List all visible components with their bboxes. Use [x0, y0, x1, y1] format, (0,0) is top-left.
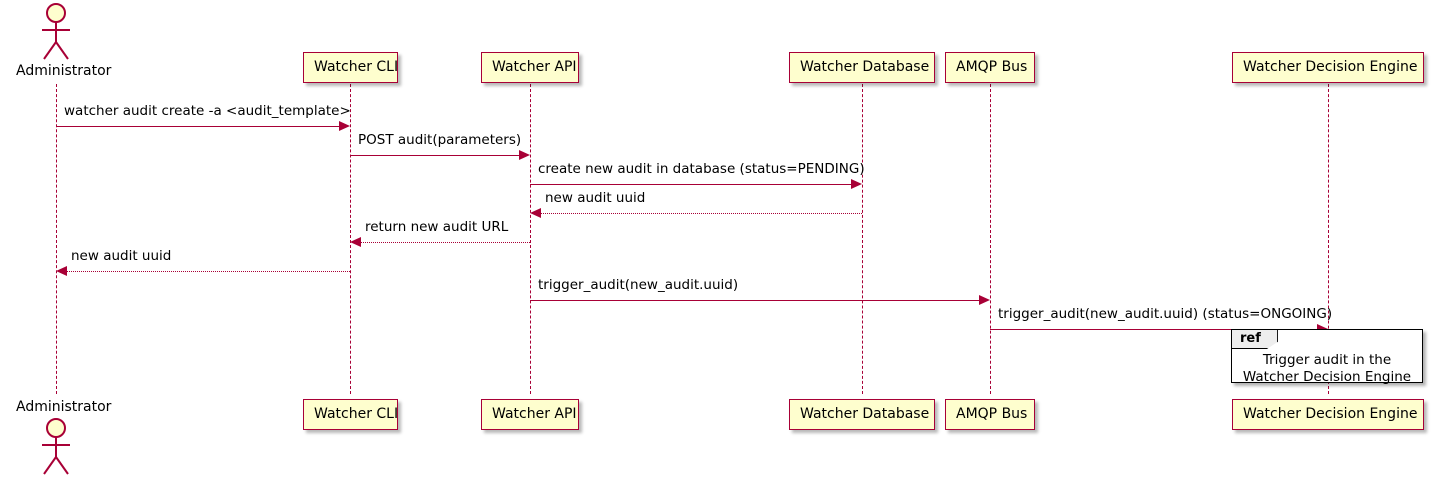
lifeline-amqp-bus — [990, 84, 991, 394]
message-line-post-audit — [350, 155, 519, 156]
message-label-trigger-audit-engine: trigger_audit(new_audit.uuid) (status=ON… — [998, 306, 1333, 322]
actor-icon — [42, 3, 70, 60]
ref-fragment-tab-label: ref — [1232, 330, 1278, 349]
message-label-watcher-audit-create: watcher audit create -a <audit_template> — [64, 103, 351, 119]
actor-label-bottom: Administrator — [16, 399, 112, 415]
ref-fragment-line-1: Trigger audit in the — [1262, 352, 1392, 368]
message-line-new-audit-uuid-cli — [67, 271, 350, 272]
lifeline-watcher-api — [530, 84, 531, 394]
participant-watcher-cli-top[interactable]: Watcher CLI — [303, 52, 398, 83]
arrow-head-right — [519, 150, 530, 160]
lifeline-watcher-decision-engine — [1328, 84, 1329, 394]
ref-fragment-trigger-audit: ref Trigger audit in the Watcher Decisio… — [1231, 329, 1423, 385]
participant-watcher-api-bottom[interactable]: Watcher API — [481, 399, 579, 430]
lifeline-watcher-database — [862, 84, 863, 394]
participant-watcher-database-bottom[interactable]: Watcher Database — [789, 399, 935, 430]
actor-label-top: Administrator — [16, 63, 112, 79]
message-line-trigger-audit-bus — [530, 300, 979, 301]
participant-watcher-decision-engine-bottom[interactable]: Watcher Decision Engine — [1232, 399, 1424, 430]
participant-watcher-cli-bottom[interactable]: Watcher CLI — [303, 399, 398, 430]
arrow-head-right — [339, 121, 350, 131]
message-label-new-audit-uuid-cli: new audit uuid — [71, 248, 172, 264]
lifeline-administrator — [56, 84, 57, 394]
actor-administrator-bottom[interactable]: Administrator — [16, 398, 112, 477]
participant-watcher-api-top[interactable]: Watcher API — [481, 52, 579, 83]
participant-watcher-database-top[interactable]: Watcher Database — [789, 52, 935, 83]
message-label-new-audit-uuid-db: new audit uuid — [545, 190, 646, 206]
message-line-new-audit-uuid-db — [541, 213, 862, 214]
participant-amqp-bus-bottom[interactable]: AMQP Bus — [945, 399, 1035, 430]
arrow-head-left — [350, 237, 361, 247]
ref-fragment-line-2: Watcher Decision Engine — [1242, 369, 1412, 386]
message-label-create-new-audit: create new audit in database (status=PEN… — [538, 161, 865, 177]
participant-watcher-decision-engine-top[interactable]: Watcher Decision Engine — [1232, 52, 1424, 83]
message-line-return-new-audit-url — [361, 242, 530, 243]
ref-fragment-body: Trigger audit in the Watcher Decision En… — [1232, 352, 1422, 387]
actor-icon — [42, 418, 70, 475]
message-line-trigger-audit-engine — [990, 329, 1317, 330]
arrow-head-right — [979, 295, 990, 305]
arrow-head-left — [530, 208, 541, 218]
message-label-post-audit: POST audit(parameters) — [358, 132, 522, 148]
message-line-watcher-audit-create — [56, 126, 339, 127]
message-line-create-new-audit — [530, 184, 851, 185]
arrow-head-right — [851, 179, 862, 189]
arrow-head-left — [56, 266, 67, 276]
message-label-trigger-audit-bus: trigger_audit(new_audit.uuid) — [538, 277, 739, 293]
actor-administrator-top[interactable]: Administrator — [16, 2, 112, 79]
message-label-return-new-audit-url: return new audit URL — [365, 219, 509, 235]
participant-amqp-bus-top[interactable]: AMQP Bus — [945, 52, 1035, 83]
